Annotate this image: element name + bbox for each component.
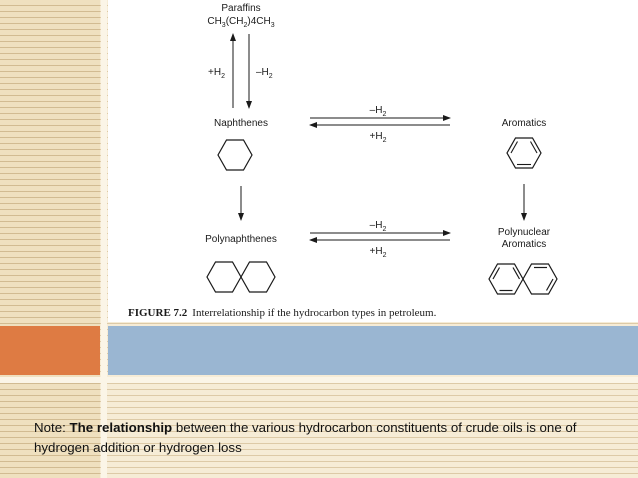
paraffins-title: Paraffins (221, 3, 260, 14)
note-rest: between the various hydrocarbon constitu… (34, 420, 577, 455)
label-minus-h2-bottom: –H2 (370, 220, 387, 233)
aromatics-label: Aromatics (502, 118, 546, 129)
vertical-divider (101, 0, 107, 478)
label-minus-h2-right: –H2 (256, 67, 273, 80)
orange-accent-block (0, 326, 100, 375)
benzene-bond-1 (510, 141, 518, 154)
decalin-structure (206, 261, 276, 293)
paraffins-formula: CH3(CH2)4CH3 (207, 16, 274, 29)
label-plus-h2-top: +H2 (370, 131, 387, 144)
label-plus-h2-left: +H2 (208, 67, 225, 80)
polynuclear-label-line2: Aromatics (502, 239, 546, 250)
benzene-structure (506, 137, 542, 169)
benzene-bond-2 (530, 141, 538, 154)
polynuclear-label-line1: Polynuclear (498, 227, 551, 238)
polynaphthenes-label: Polynaphthenes (205, 234, 277, 245)
naphthalene-structure (488, 263, 558, 295)
label-plus-h2-bottom: +H2 (370, 246, 387, 259)
note-text: Note: The relationship between the vario… (34, 418, 614, 458)
hydrocarbon-diagram: Paraffins CH3(CH2)4CH3 +H2 –H2 Naphthene… (128, 3, 558, 319)
blue-accent-band (108, 326, 638, 375)
horizontal-divider (0, 377, 638, 383)
left-strip (0, 0, 100, 478)
cyclohexane-structure (217, 139, 253, 171)
note-bold: The relationship (69, 420, 173, 435)
label-minus-h2-top: –H2 (370, 105, 387, 118)
naphthenes-label: Naphthenes (214, 118, 268, 129)
note-prefix: Note: (34, 420, 70, 435)
figure-image: Paraffins CH3(CH2)4CH3 +H2 –H2 Naphthene… (108, 0, 638, 322)
